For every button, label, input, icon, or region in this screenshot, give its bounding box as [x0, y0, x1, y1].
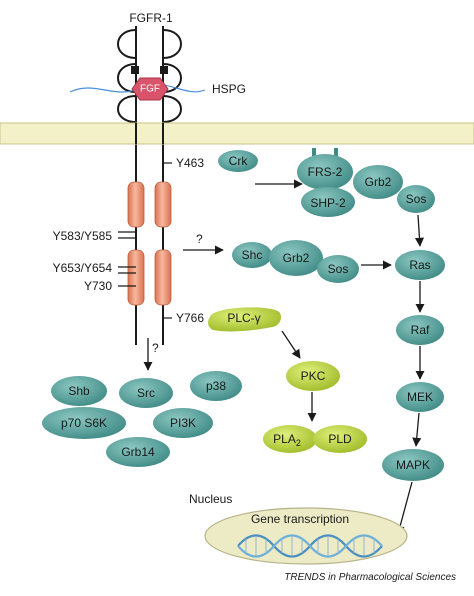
node-grb2-top-label: Grb2	[365, 175, 392, 189]
node-grb2-mid-label: Grb2	[283, 251, 310, 265]
node-plcg	[208, 307, 282, 332]
node-pld-label: PLD	[328, 432, 352, 446]
node-p38	[190, 371, 242, 401]
shc-complex: Shc Grb2 Sos	[232, 240, 359, 283]
node-pi3k	[153, 408, 213, 438]
node-src-label: Src	[137, 386, 155, 400]
site-y730: Y730	[84, 279, 112, 293]
node-pi3k-label: PI3K	[170, 416, 196, 430]
node-p38-label: p38	[206, 379, 226, 393]
node-shb	[51, 376, 107, 406]
node-plcg-label: PLC-γ	[227, 311, 260, 325]
nucleus-label: Nucleus	[189, 492, 232, 506]
node-pld	[313, 425, 367, 453]
node-grb2-mid	[269, 240, 323, 276]
node-crk-label: Crk	[229, 154, 249, 168]
site-y463: Y463	[176, 156, 204, 170]
fgf-label: FGF	[140, 84, 160, 95]
site-y583: Y583/Y585	[53, 229, 113, 243]
fgf-ligand: FGF	[131, 77, 169, 101]
node-mek	[396, 382, 444, 412]
node-sos-top	[397, 185, 435, 213]
node-pla2-label: PLA2	[273, 432, 301, 448]
site-y653: Y653/Y654	[53, 261, 113, 275]
node-p70-label: p70 S6K	[61, 416, 107, 430]
receptor-label: FGFR-1	[129, 11, 173, 25]
node-raf	[396, 315, 444, 345]
dna-helix	[237, 534, 383, 558]
site-y766: Y766	[176, 311, 204, 325]
node-grb14	[106, 437, 170, 467]
node-frs2-label: FRS-2	[308, 165, 343, 179]
node-sos-mid	[317, 255, 359, 283]
node-mapk-label: MAPK	[396, 458, 430, 472]
arrow-sos-to-ras	[414, 214, 425, 247]
phosphosite-ticks	[118, 162, 172, 319]
node-shp2	[301, 187, 355, 217]
question-mark-lower: ?	[152, 341, 159, 355]
question-mark-upper: ?	[196, 232, 203, 246]
node-raf-label: Raf	[411, 323, 430, 337]
node-p70	[42, 407, 126, 439]
node-ras	[395, 250, 445, 280]
node-shc-label: Shc	[242, 248, 263, 262]
kinase-domains	[127, 181, 172, 306]
node-mapk	[382, 449, 444, 481]
node-frs2	[297, 154, 353, 190]
node-mek-label: MEK	[407, 390, 433, 404]
pathway-arrows	[143, 179, 425, 535]
node-shp2-label: SHP-2	[310, 196, 346, 210]
node-crk	[218, 150, 258, 172]
node-shc	[232, 242, 272, 268]
hspg-label: HSPG	[212, 82, 246, 96]
node-src	[119, 378, 173, 408]
node-pkc-label: PKC	[301, 369, 326, 383]
frs2-complex: FRS-2 SHP-2 Grb2 Sos	[297, 148, 435, 217]
node-pkc	[286, 361, 340, 391]
arrow-plcg-to-pkc	[281, 330, 301, 359]
node-grb14-label: Grb14	[121, 445, 155, 459]
node-sos-top-label: Sos	[406, 192, 427, 206]
node-pla2	[263, 425, 317, 453]
node-shb-label: Shb	[68, 384, 90, 398]
node-sos-mid-label: Sos	[328, 262, 349, 276]
arrow-mek-to-mapk	[412, 412, 422, 447]
node-ras-label: Ras	[409, 258, 430, 272]
source-caption: TRENDS in Pharmacological Sciences	[284, 572, 456, 583]
receptor-extracellular-loops	[117, 26, 182, 345]
plasma-membrane	[0, 122, 474, 145]
node-grb2-top	[353, 165, 403, 199]
gene-transcription-label: Gene transcription	[251, 512, 349, 526]
